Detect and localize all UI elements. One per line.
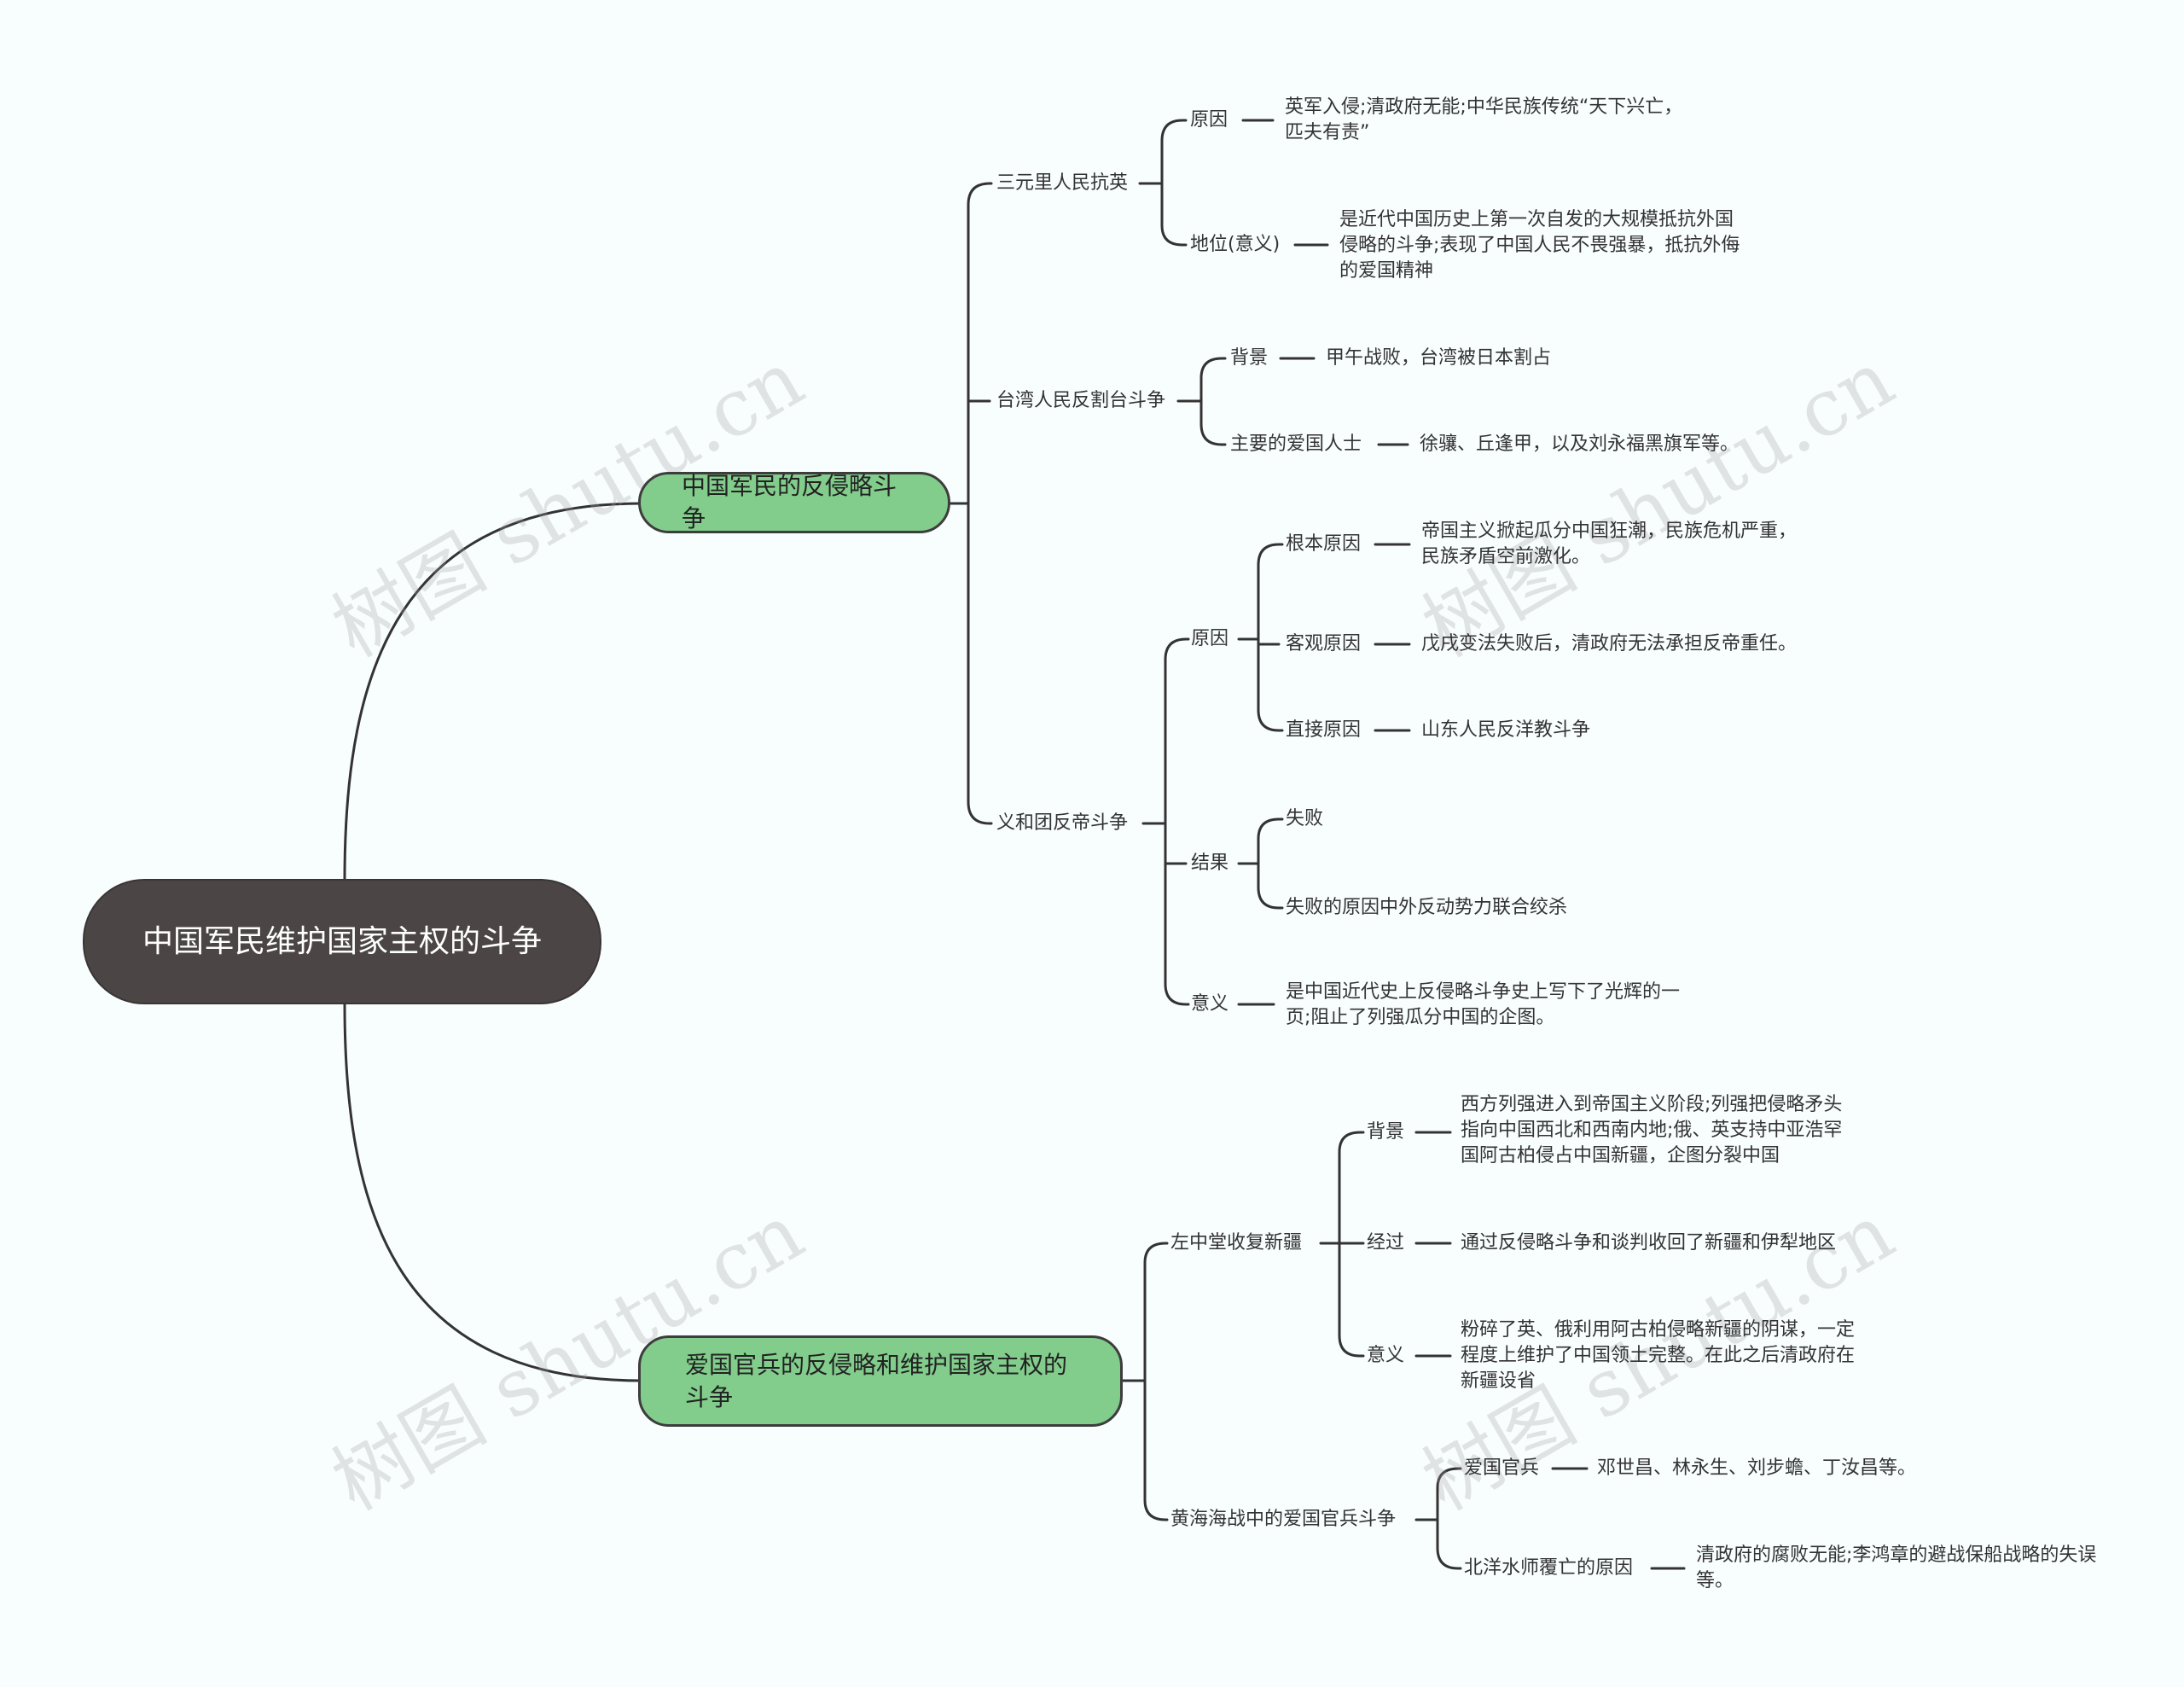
label-root-cause[interactable]: 根本原因 xyxy=(1286,533,1362,555)
text-officers: 邓世昌、林永生、刘步蟾、丁汝昌等。 xyxy=(1597,1457,1917,1479)
text-result-1: 失败 xyxy=(1286,808,1324,829)
root-node[interactable]: 中国军民维护国家主权的斗争 xyxy=(83,879,601,1004)
text-process: 通过反侵略斗争和谈判收回了新疆和伊犁地区 xyxy=(1461,1232,1837,1254)
label-fleet-fall[interactable]: 北洋水师覆亡的原因 xyxy=(1464,1557,1634,1579)
branch-title: 爱国官兵的反侵略和维护国家主权的斗争 xyxy=(685,1350,1068,1411)
text-meaning: 是中国近代史上反侵略斗争史上写下了光辉的一页;阻止了列强瓜分中国的企图。 xyxy=(1286,981,1681,1028)
label-officers[interactable]: 爱国官兵 xyxy=(1464,1457,1540,1479)
label-cause[interactable]: 原因 xyxy=(1190,109,1228,131)
text-status: 是近代中国历史上第一次自发的大规模抵抗外国侵略的斗争;表现了中国人民不畏强暴，抵… xyxy=(1339,209,1740,282)
label-background[interactable]: 背景 xyxy=(1367,1121,1405,1143)
text-result-2: 失败的原因中外反动势力联合绞杀 xyxy=(1286,897,1568,918)
label-status[interactable]: 地位(意义) xyxy=(1190,234,1281,255)
text-cause: 英军入侵;清政府无能;中华民族传统“天下兴亡，匹夫有责” xyxy=(1285,96,1683,143)
branch-title: 中国军民的反侵略斗争 xyxy=(682,472,897,532)
branch-node-officers[interactable]: 爱国官兵的反侵略和维护国家主权的斗争 xyxy=(638,1335,1123,1427)
label-background[interactable]: 背景 xyxy=(1230,347,1269,369)
text-root-cause: 帝国主义掀起瓜分中国狂潮，民族危机严重，民族矛盾空前激化。 xyxy=(1421,521,1798,567)
label-meaning[interactable]: 意义 xyxy=(1191,993,1229,1015)
text-fleet-fall: 清政府的腐败无能;李鸿章的避战保船战略的失误等。 xyxy=(1696,1544,2097,1591)
label-objective-cause[interactable]: 客观原因 xyxy=(1286,633,1362,654)
topic-sanyuanli[interactable]: 三元里人民抗英 xyxy=(996,172,1129,194)
text-meaning: 粉碎了英、俄利用阿古柏侵略新疆的阴谋，一定程度上维护了中国领土完整。在此之后清政… xyxy=(1461,1319,1856,1392)
text-background: 甲午战败，台湾被日本割占 xyxy=(1326,347,1552,369)
text-patriots: 徐骧、丘逢甲，以及刘永福黑旗军等。 xyxy=(1420,433,1740,455)
topic-yihetuan[interactable]: 义和团反帝斗争 xyxy=(996,812,1129,834)
topic-xinjiang[interactable]: 左中堂收复新疆 xyxy=(1170,1232,1303,1254)
branch-node-military-civilian[interactable]: 中国军民的反侵略斗争 xyxy=(638,472,950,533)
label-meaning[interactable]: 意义 xyxy=(1367,1345,1405,1366)
label-patriots[interactable]: 主要的爱国人士 xyxy=(1230,433,1362,455)
text-direct-cause: 山东人民反洋教斗争 xyxy=(1421,719,1591,741)
topic-huanghai[interactable]: 黄海海战中的爱国官兵斗争 xyxy=(1170,1509,1397,1530)
label-cause[interactable]: 原因 xyxy=(1191,628,1229,649)
text-background: 西方列强进入到帝国主义阶段;列强把侵略矛头指向中国西北和西南内地;俄、英支持中亚… xyxy=(1461,1094,1843,1166)
topic-taiwan[interactable]: 台湾人民反割台斗争 xyxy=(996,390,1166,411)
label-result[interactable]: 结果 xyxy=(1191,852,1229,874)
label-direct-cause[interactable]: 直接原因 xyxy=(1286,719,1362,741)
root-title: 中国军民维护国家主权的斗争 xyxy=(142,923,542,959)
text-objective-cause: 戊戌变法失败后，清政府无法承担反帝重任。 xyxy=(1421,633,1798,654)
label-process[interactable]: 经过 xyxy=(1367,1232,1405,1254)
